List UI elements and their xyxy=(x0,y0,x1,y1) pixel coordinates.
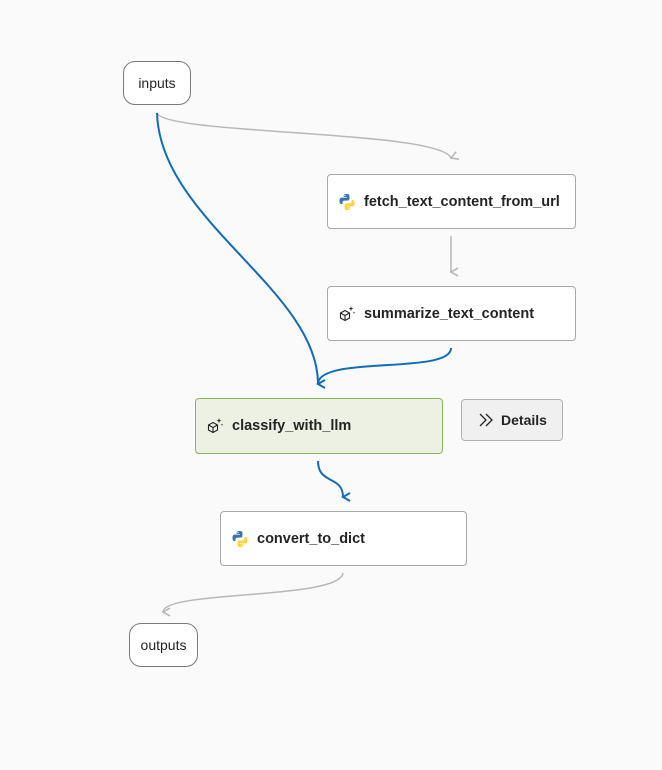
llm-sparkle-icon xyxy=(206,417,224,435)
convert-to-dict-node[interactable]: convert_to_dict xyxy=(220,511,467,566)
edge-summarize-to-classify xyxy=(317,347,452,385)
outputs-node-label: outputs xyxy=(140,637,187,653)
classify-with-llm-node[interactable]: classify_with_llm xyxy=(195,398,443,454)
edge-inputs-to-classify xyxy=(156,112,318,384)
details-button-label: Details xyxy=(501,412,547,428)
details-button[interactable]: Details xyxy=(461,399,563,441)
inputs-node-label: inputs xyxy=(138,75,176,91)
edge-classify-to-convert xyxy=(317,460,343,497)
summarize-text-content-node[interactable]: summarize_text_content xyxy=(327,286,576,341)
edge-inputs-to-fetch xyxy=(156,112,460,160)
python-icon xyxy=(338,193,356,211)
summarize-text-content-label: summarize_text_content xyxy=(364,305,535,322)
fetch-text-content-label: fetch_text_content_from_url xyxy=(364,193,560,210)
convert-to-dict-label: convert_to_dict xyxy=(257,530,365,547)
python-icon xyxy=(231,530,249,548)
fetch-text-content-node[interactable]: fetch_text_content_from_url xyxy=(327,174,576,229)
outputs-node[interactable]: outputs xyxy=(129,623,198,667)
classify-with-llm-label: classify_with_llm xyxy=(232,418,352,434)
edge-convert-to-outputs xyxy=(161,572,344,617)
double-chevron-right-icon xyxy=(477,411,495,429)
llm-sparkle-icon xyxy=(338,305,356,323)
inputs-node[interactable]: inputs xyxy=(123,61,191,105)
